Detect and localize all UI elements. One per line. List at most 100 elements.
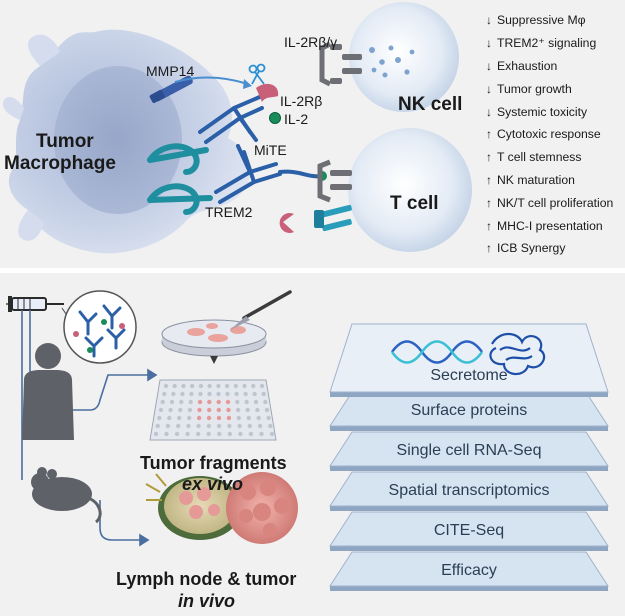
- well: [157, 415, 162, 421]
- well: [160, 399, 165, 405]
- well: [153, 431, 159, 437]
- well: [187, 407, 193, 413]
- well: [206, 431, 211, 437]
- well: [225, 391, 230, 397]
- layer-face: [329, 471, 609, 507]
- well: [264, 407, 270, 413]
- well: [196, 415, 202, 421]
- effect-item: ↑T cell stemness: [484, 146, 624, 169]
- layer-label: CITE-Seq: [434, 522, 504, 539]
- well: [216, 407, 221, 413]
- well: [158, 407, 164, 413]
- well: [168, 407, 173, 413]
- well: [244, 399, 249, 405]
- well: [196, 423, 201, 429]
- antibody-upper: [198, 94, 264, 144]
- well: [261, 391, 266, 397]
- mite-antibody: [214, 144, 324, 204]
- effect-text: Systemic toxicity: [497, 104, 588, 119]
- well: [206, 423, 212, 429]
- well: [197, 399, 203, 405]
- well: [181, 383, 186, 389]
- t-cell: [314, 128, 472, 252]
- well: [207, 399, 212, 405]
- arrow-down-icon: ↓: [486, 13, 492, 28]
- effect-text: NK/T cell proliferation: [497, 195, 614, 210]
- well: [252, 391, 257, 397]
- well: [189, 391, 194, 397]
- layer-edge: [330, 546, 608, 551]
- well: [164, 431, 169, 437]
- macrophage-nucleus: [54, 66, 182, 214]
- connector-lines: [21, 310, 158, 547]
- well: [248, 431, 254, 437]
- omics-layer: CITE-Seq: [329, 511, 609, 551]
- well: [227, 423, 232, 429]
- well: [207, 391, 212, 397]
- well: [227, 431, 232, 437]
- dna-helix-icon: [390, 340, 484, 364]
- well: [162, 391, 167, 397]
- well: [176, 423, 181, 429]
- fragments-subtitle: ex vivo: [182, 474, 244, 494]
- mmp14-enzyme: [149, 75, 252, 103]
- arrow-down-icon: ↓: [486, 36, 492, 51]
- effect-item: ↓Systemic toxicity: [484, 100, 624, 123]
- trem2-receptors: [147, 143, 213, 215]
- well: [187, 415, 192, 421]
- well: [243, 391, 248, 397]
- petri-dish-icon: [161, 319, 267, 357]
- il2-cytokine: [269, 112, 281, 124]
- well: [171, 391, 176, 397]
- arrow-up-icon: ↑: [486, 127, 492, 142]
- well: [255, 407, 260, 413]
- well: [198, 383, 204, 389]
- layer-face: [329, 323, 609, 393]
- effect-item: ↑ Cytotoxic response: [484, 123, 624, 146]
- nk-cell-label: NK cell: [398, 94, 463, 115]
- well: [169, 399, 175, 405]
- well-plate-icon: [149, 379, 277, 441]
- well: [198, 391, 203, 397]
- trem2-label: TREM2: [205, 204, 253, 220]
- well: [236, 415, 241, 421]
- well: [178, 407, 183, 413]
- well: [207, 407, 212, 413]
- well: [246, 415, 251, 421]
- lymph-node-icon: [145, 473, 242, 540]
- il2rb-label: IL-2Rβ: [280, 93, 323, 109]
- scalpel-icon: [230, 290, 292, 330]
- omics-layer: Single cell RNA-Seq: [329, 431, 609, 471]
- well: [257, 423, 263, 429]
- well: [226, 407, 231, 413]
- well: [190, 383, 195, 389]
- effect-text: Cytotoxic response: [497, 127, 601, 142]
- il2rbg-receptor: [319, 41, 362, 87]
- well: [179, 399, 184, 405]
- antibody-inset: [61, 290, 137, 364]
- well: [259, 431, 264, 437]
- well: [251, 383, 256, 389]
- well: [185, 431, 190, 437]
- human-silhouette-icon: [22, 343, 74, 440]
- tumor-icon: [226, 472, 298, 544]
- well: [196, 431, 201, 437]
- t-cell-label: T cell: [390, 193, 439, 214]
- well: [167, 415, 172, 421]
- well: [225, 399, 231, 405]
- well: [233, 383, 238, 389]
- il2rb-domain: [256, 83, 279, 102]
- layer-label: Secretome: [430, 367, 507, 384]
- tumor-macrophage: [2, 29, 250, 254]
- arrow-up-icon: ↑: [486, 195, 492, 210]
- well: [172, 383, 177, 389]
- well: [188, 399, 193, 405]
- effect-text: Exhaustion: [497, 58, 558, 73]
- well: [237, 423, 242, 429]
- well: [216, 383, 221, 389]
- well: [245, 407, 250, 413]
- arrow-down-icon: ↓: [486, 81, 492, 96]
